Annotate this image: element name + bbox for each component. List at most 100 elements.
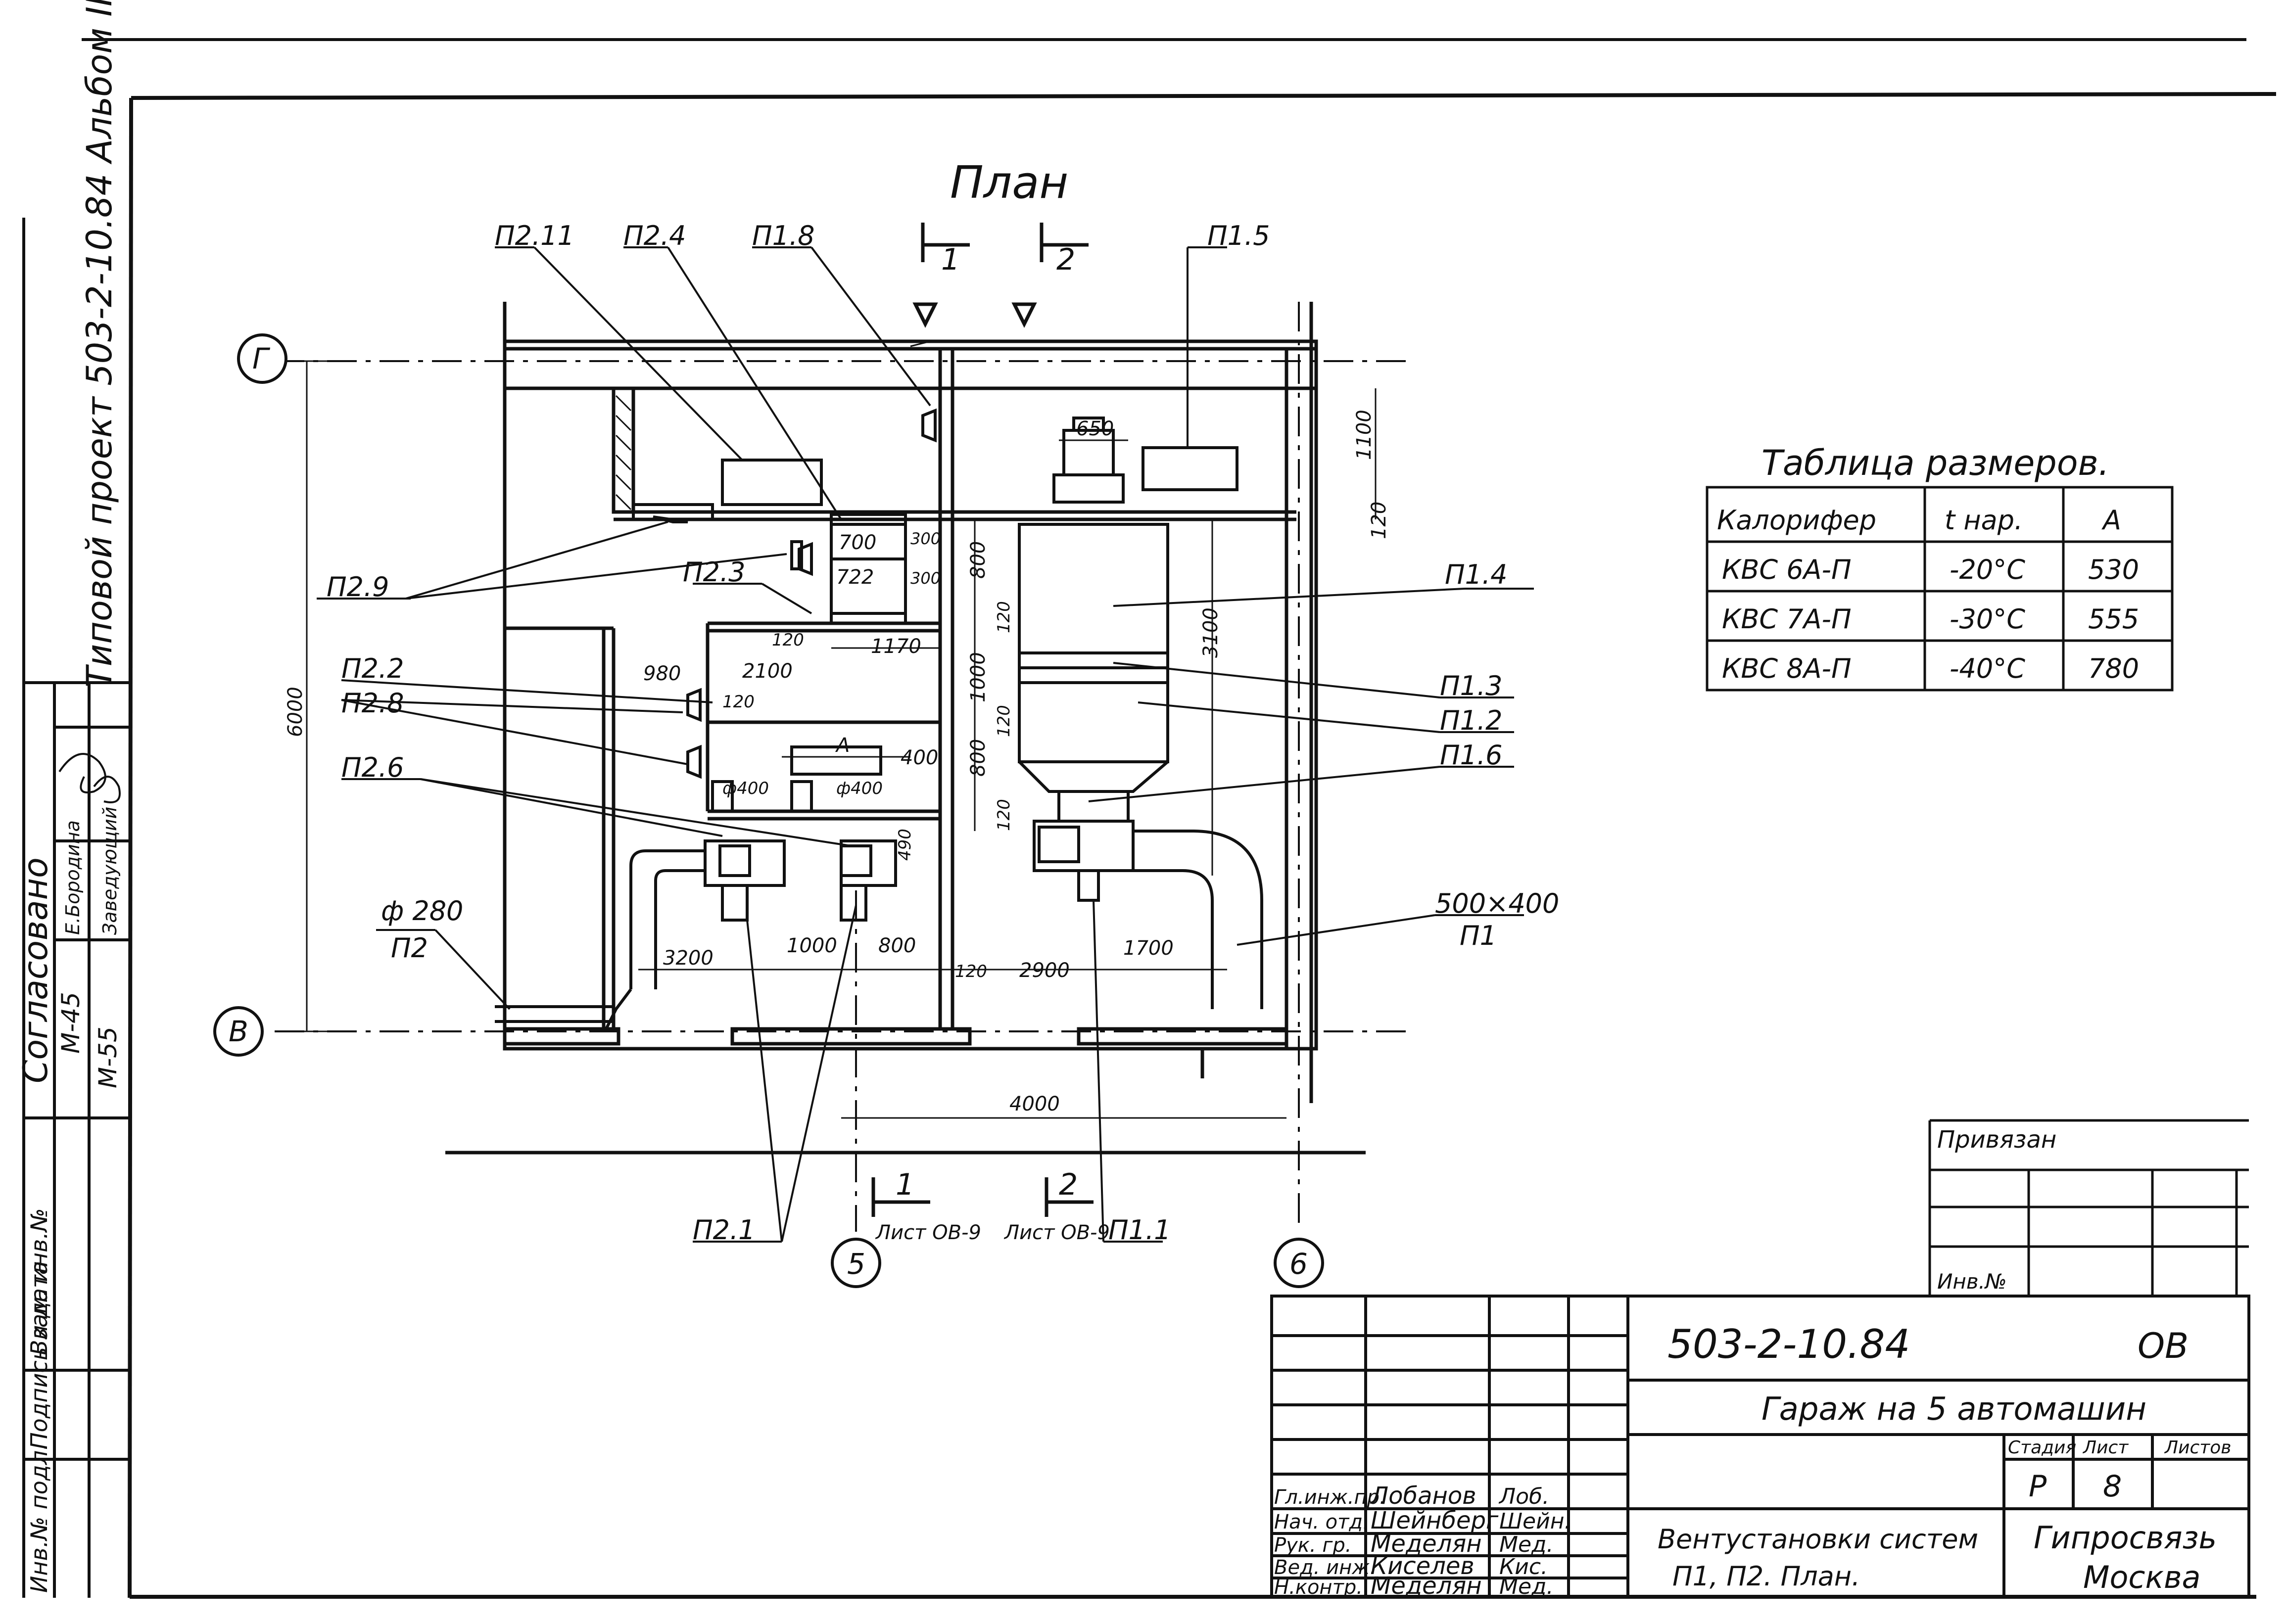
- label-p1-2: П1.2: [1440, 705, 1502, 736]
- walls: [445, 302, 1366, 1155]
- role-4: Вед. инж.: [1274, 1556, 1376, 1579]
- sheet-border: [82, 38, 2277, 1599]
- org-city: Москва: [2083, 1559, 2201, 1595]
- section-mark-1-bottom: 1: [896, 1167, 914, 1202]
- dim-800c: 800: [878, 934, 916, 957]
- table-row-2-a: 555: [2088, 603, 2139, 635]
- sign-4: Кис.: [1499, 1554, 1548, 1579]
- leader-lines: [317, 246, 1534, 1243]
- binding-inv: Инв.№: [1937, 1269, 2007, 1294]
- dim-phi400b: ф400: [836, 779, 883, 798]
- name-3: Меделян: [1371, 1530, 1482, 1558]
- label-duct: 500×400: [1435, 888, 1559, 919]
- label-d280: ф 280: [381, 895, 463, 927]
- label-p2-2: П2.2: [341, 653, 404, 684]
- label-p2-6: П2.6: [341, 752, 404, 783]
- table-row-1-heater: КВС 6А-П: [1722, 554, 1852, 585]
- section-marks-top: [912, 223, 1089, 328]
- stage-value: Р: [2029, 1469, 2047, 1504]
- name-5: Меделян: [1371, 1572, 1482, 1600]
- dim-120a: 120: [1368, 502, 1390, 539]
- role-3: Рук. гр.: [1274, 1534, 1352, 1557]
- stage-label: Стадия: [2008, 1438, 2076, 1458]
- label-p1-5: П1.5: [1207, 220, 1270, 251]
- table-row-3-heater: КВС 8А-П: [1722, 653, 1852, 684]
- sheet-value: 8: [2103, 1469, 2122, 1504]
- label-p2-4: П2.4: [623, 220, 686, 251]
- wall-hatch: [615, 340, 931, 510]
- dim-120f: 120: [994, 799, 1014, 831]
- equipment-labels: П2.11 П2.4 П1.8 П1.5 П2.9 П2.3 П1.4 П2.2…: [327, 220, 1559, 1246]
- name-2: Шейнберг: [1371, 1507, 1499, 1534]
- role-1: Гл.инж.пр.: [1274, 1486, 1386, 1509]
- dim-phi400a: ф400: [722, 779, 769, 798]
- dim-490: 490: [895, 829, 915, 861]
- dim-1000a: 1000: [967, 652, 990, 702]
- dim-1700: 1700: [1123, 937, 1174, 960]
- table-row-2-heater: КВС 7А-П: [1722, 603, 1852, 635]
- strip-signature-2: Заведующий: [99, 807, 121, 935]
- label-p1: П1: [1460, 920, 1497, 951]
- dimension-labels: 650 1100 120 700 300 722 300 1170 120 21…: [284, 410, 1390, 1115]
- axis-lines: [275, 302, 1410, 1232]
- sheet-title-1: Вентустановки систем: [1658, 1524, 1978, 1555]
- strip-entry-2: М-55: [94, 1026, 122, 1088]
- dim-1000b: 1000: [787, 934, 837, 957]
- dim-6000: 6000: [284, 687, 307, 737]
- object-name: Гараж на 5 автомашин: [1761, 1391, 2146, 1428]
- label-p2: П2: [391, 932, 428, 964]
- table-row-3-temp: -40°С: [1950, 653, 2025, 684]
- dim-A: A: [835, 734, 850, 757]
- section-mark-2-bottom: 2: [1059, 1167, 1078, 1202]
- table-row-1-a: 530: [2088, 554, 2139, 585]
- label-p2-11: П2.11: [495, 220, 574, 251]
- org-name: Гипросвязь: [2034, 1520, 2217, 1556]
- dim-722: 722: [836, 566, 874, 589]
- sheet-ref-1: Лист ОВ-9: [875, 1221, 981, 1244]
- name-1: Лобанов: [1370, 1482, 1476, 1510]
- dim-120b: 120: [772, 630, 804, 650]
- sign-2: Шейн.: [1499, 1509, 1571, 1534]
- doc-code: 503-2-10.84: [1667, 1321, 1910, 1367]
- dim-800a: 800: [967, 541, 990, 579]
- dim-120d: 120: [994, 601, 1014, 633]
- dim-980: 980: [643, 662, 681, 685]
- dim-300a: 300: [910, 529, 941, 548]
- dim-120g: 120: [955, 962, 987, 981]
- dim-3200: 3200: [663, 947, 714, 970]
- dim-3100: 3100: [1199, 607, 1222, 658]
- left-stamp-strip: [22, 218, 130, 1598]
- label-p2-3: П2.3: [683, 557, 745, 588]
- sign-3: Мед.: [1499, 1532, 1553, 1557]
- sign-1: Лоб.: [1498, 1484, 1549, 1509]
- name-4: Киселев: [1371, 1552, 1475, 1580]
- sizes-table-title: Таблица размеров.: [1761, 443, 2109, 483]
- sheets-label: Листов: [2164, 1438, 2231, 1458]
- role-2: Нач. отд.: [1274, 1511, 1369, 1533]
- binding-privyazan: Привязан: [1937, 1126, 2056, 1154]
- doc-mark: ОВ: [2138, 1326, 2189, 1366]
- table-header-temp: t нар.: [1945, 505, 2023, 536]
- table-row-1-temp: -20°С: [1950, 554, 2025, 585]
- section-mark-1-top: 1: [941, 242, 960, 277]
- label-p1-1: П1.1: [1108, 1214, 1171, 1246]
- table-header-a: A: [2101, 505, 2121, 536]
- signatories: Гл.инж.пр. Нач. отд. Рук. гр. Вед. инж. …: [1274, 1482, 1571, 1600]
- sheet-title-2: П1, П2. План.: [1672, 1561, 1860, 1592]
- dim-120e: 120: [994, 705, 1014, 737]
- sign-5: Мед.: [1499, 1574, 1553, 1599]
- strip-signature-1: Е.Бородина: [62, 820, 84, 935]
- axis-V: В: [229, 1015, 248, 1048]
- axis-G: Г: [252, 342, 271, 375]
- dimension-lines: [297, 360, 1377, 1119]
- section-mark-2-top: 2: [1056, 242, 1075, 277]
- approval-signature: [58, 753, 121, 803]
- dim-300b: 300: [910, 569, 941, 588]
- label-p2-1: П2.1: [693, 1214, 755, 1246]
- dim-120c: 120: [722, 692, 755, 712]
- sheet-label: Лист: [2082, 1438, 2129, 1458]
- label-p1-3: П1.3: [1440, 670, 1502, 701]
- sizes-table-grid: [1706, 486, 2174, 692]
- dim-2900: 2900: [1019, 959, 1070, 982]
- strip-col-1: Инв.№ подл.: [26, 1443, 52, 1593]
